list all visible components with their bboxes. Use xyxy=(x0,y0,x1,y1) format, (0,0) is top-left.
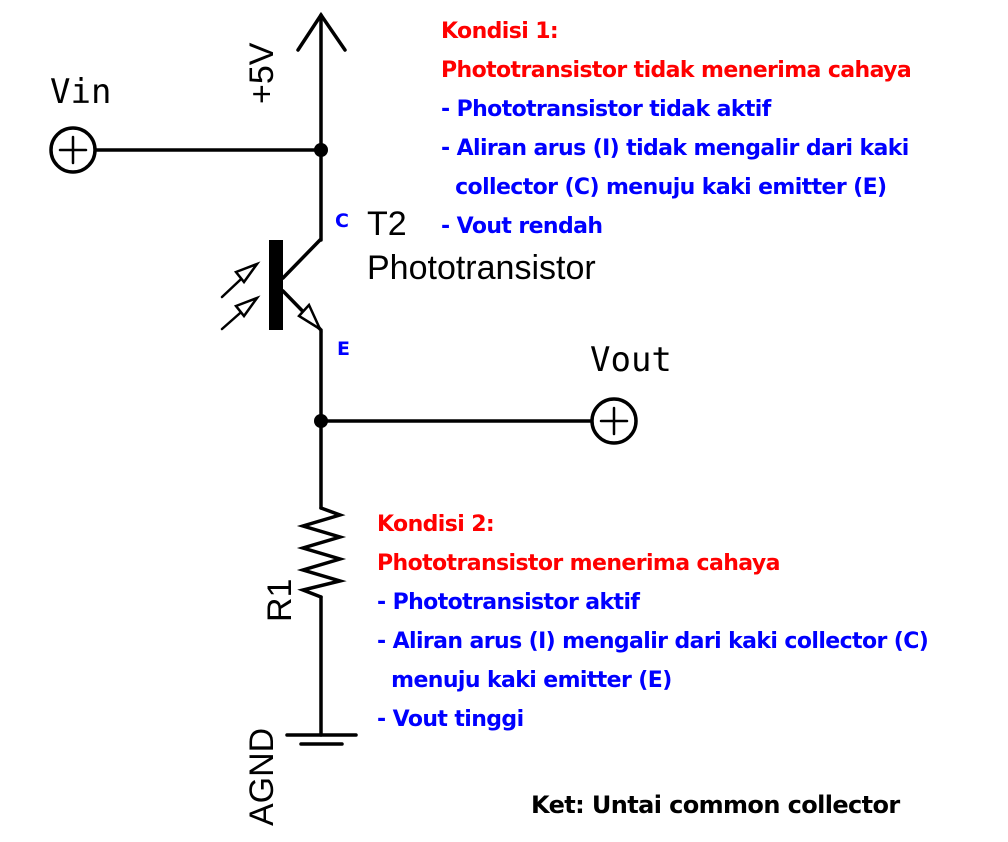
output-label: Vout xyxy=(590,340,672,380)
supply-label: +5V xyxy=(243,42,281,104)
phototransistor-icon xyxy=(220,238,323,333)
supply-arrow-icon xyxy=(296,11,347,152)
condition-2-point: menuju kaki emitter (E) xyxy=(377,668,672,693)
condition-1-point: - Vout rendah xyxy=(441,214,603,239)
emitter-pin-label: E xyxy=(337,338,350,360)
condition-1-point: - Phototransistor tidak aktif xyxy=(441,97,771,122)
vout-terminal-icon xyxy=(590,397,638,445)
footer-note: Ket: Untai common collector xyxy=(531,791,900,819)
resistor-icon xyxy=(296,506,347,599)
condition-1-block: Kondisi 1: Phototransistor tidak menerim… xyxy=(441,12,912,246)
junction-dot xyxy=(314,414,328,428)
condition-1-point: - Aliran arus (I) tidak mengalir dari ka… xyxy=(441,136,909,161)
condition-2-point: - Vout tinggi xyxy=(377,707,524,732)
resistor-designator: R1 xyxy=(261,578,299,622)
input-label: Vin xyxy=(50,72,112,112)
collector-pin-label: C xyxy=(335,210,349,232)
condition-2-subtitle: Phototransistor menerima cahaya xyxy=(377,551,780,576)
condition-1-title: Kondisi 1: xyxy=(441,19,559,44)
condition-2-block: Kondisi 2: Phototransistor menerima caha… xyxy=(377,505,929,739)
condition-2-point: - Aliran arus (I) mengalir dari kaki col… xyxy=(377,629,929,654)
condition-1-point: collector (C) menuju kaki emitter (E) xyxy=(441,175,887,200)
junction-dot xyxy=(314,143,328,157)
transistor-designator: T2 xyxy=(367,205,407,243)
ground-icon xyxy=(285,733,358,746)
transistor-type: Phototransistor xyxy=(367,249,596,287)
condition-2-point: - Phototransistor aktif xyxy=(377,590,640,615)
condition-1-subtitle: Phototransistor tidak menerima cahaya xyxy=(441,58,912,83)
ground-label: AGND xyxy=(243,727,281,826)
condition-2-title: Kondisi 2: xyxy=(377,512,495,537)
vin-terminal-icon xyxy=(49,126,97,174)
